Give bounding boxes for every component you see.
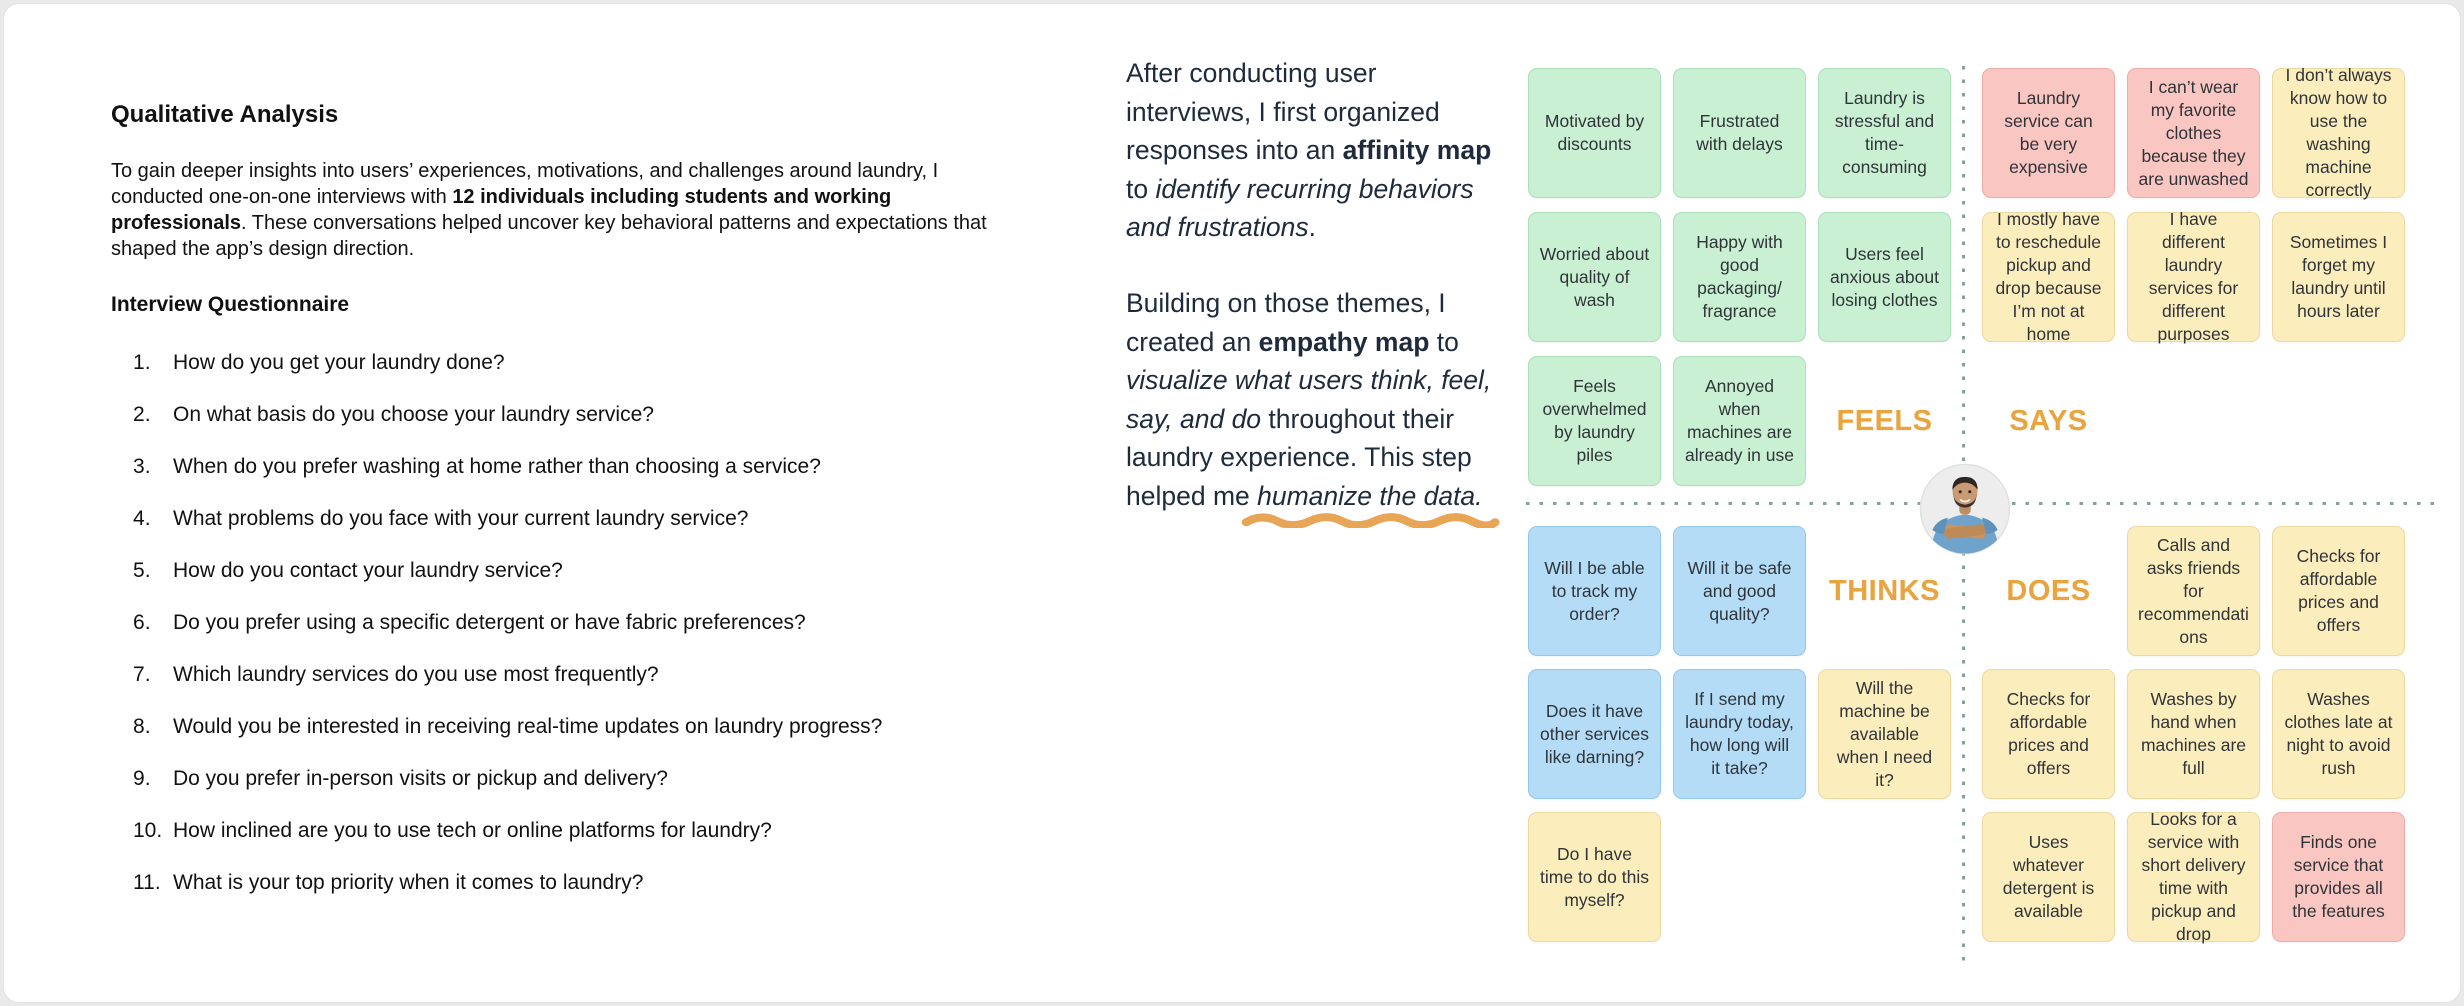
user-avatar: [1919, 463, 2011, 555]
paragraph-italic: humanize the data.: [1257, 480, 1483, 511]
question-text: How do you get your laundry done?: [173, 351, 505, 374]
sticky-note: Checks for affordable prices and offers: [1982, 669, 2115, 799]
sticky-note: Checks for affordable prices and offers: [2272, 526, 2405, 656]
thinks-quadrant: Will I be able to track my order? Will i…: [1528, 526, 1951, 942]
question-item: How do you get your laundry done?: [111, 350, 1003, 376]
intro-bold-text: 12 individuals including students and wo…: [111, 186, 892, 234]
question-item: On what basis do you choose your laundry…: [111, 402, 1003, 428]
does-label-cell: DOES: [1982, 526, 2115, 656]
question-text: Which laundry services do you use most f…: [173, 663, 659, 686]
sticky-note: Looks for a service with short delivery …: [2127, 809, 2260, 944]
process-description-section: After conducting user interviews, I firs…: [1126, 54, 1500, 553]
sticky-note: Motivated by discounts: [1528, 68, 1661, 198]
sticky-note: Feels overwhelmed by laundry piles: [1528, 356, 1661, 486]
intro-paragraph: To gain deeper insights into users’ expe…: [111, 158, 1003, 262]
question-item: When do you prefer washing at home rathe…: [111, 454, 1003, 480]
paragraph-text: After conducting user interviews, I firs…: [1126, 58, 1440, 166]
section-title: Qualitative Analysis: [111, 101, 339, 128]
sticky-note: I don’t always know how to use the washi…: [2272, 65, 2405, 200]
feels-label-cell: FEELS: [1818, 356, 1951, 486]
sticky-note: I have different laundry services for di…: [2127, 209, 2260, 344]
affinity-map-paragraph: After conducting user interviews, I firs…: [1126, 54, 1500, 247]
question-text: When do you prefer washing at home rathe…: [173, 455, 821, 478]
question-item: What is your top priority when it comes …: [111, 870, 1003, 896]
question-item: Do you prefer using a specific detergent…: [111, 610, 1003, 636]
sticky-note: Washes by hand when machines are full: [2127, 669, 2260, 799]
question-text: Would you be interested in receiving rea…: [173, 715, 883, 738]
sticky-note: I mostly have to reschedule pickup and d…: [1982, 209, 2115, 344]
feels-quadrant: Motivated by discounts Frustrated with d…: [1528, 68, 1951, 486]
question-item: How do you contact your laundry service?: [111, 558, 1003, 584]
case-study-card: Qualitative Analysis To gain deeper insi…: [3, 3, 2461, 1003]
paragraph-italic: identify recurring behaviors and frustra…: [1126, 173, 1474, 243]
person-crossed-arms-icon: [1919, 463, 2011, 555]
does-label: DOES: [2006, 574, 2091, 607]
sticky-note: Annoyed when machines are already in use: [1673, 356, 1806, 486]
feels-label: FEELS: [1836, 404, 1933, 437]
intro-text: To gain deeper insights into users’ expe…: [111, 160, 939, 208]
sticky-note: Washes clothes late at night to avoid ru…: [2272, 669, 2405, 799]
questionnaire-heading: Interview Questionnaire: [111, 293, 350, 316]
sticky-note: If I send my laundry today, how long wil…: [1673, 669, 1806, 799]
question-item: Would you be interested in receiving rea…: [111, 714, 1003, 740]
paragraph-text: Building on those themes, I created an: [1126, 287, 1446, 357]
affinity-map-bold: affinity map: [1342, 135, 1492, 166]
paragraph-text: throughout their laundry experience. Thi…: [1126, 403, 1472, 511]
paragraph-text: .: [1308, 212, 1317, 243]
paragraph-text: to: [1126, 173, 1156, 204]
sticky-note: Do I have time to do this myself?: [1528, 812, 1661, 942]
question-text: Do you prefer in-person visits or pickup…: [173, 767, 668, 790]
does-quadrant: DOES Calls and asks friends for recommen…: [1982, 526, 2405, 944]
qualitative-analysis-section: Qualitative Analysis To gain deeper insi…: [111, 100, 1003, 922]
question-text: What is your top priority when it comes …: [173, 871, 644, 894]
empathy-map-bold: empathy map: [1258, 326, 1430, 357]
question-item: Which laundry services do you use most f…: [111, 662, 1003, 688]
sticky-note: Laundry is stressful and time-consuming: [1818, 68, 1951, 198]
sticky-note: Frustrated with delays: [1673, 68, 1806, 198]
says-label: SAYS: [2009, 404, 2088, 437]
question-text: On what basis do you choose your laundry…: [173, 403, 654, 426]
sticky-note: Will I be able to track my order?: [1528, 526, 1661, 656]
question-text: Do you prefer using a specific detergent…: [173, 611, 806, 634]
question-item: Do you prefer in-person visits or pickup…: [111, 766, 1003, 792]
sticky-note: I can’t wear my favorite clothes because…: [2127, 68, 2260, 198]
empathy-map-paragraph: Building on those themes, I created an e…: [1126, 284, 1500, 528]
question-item: What problems do you face with your curr…: [111, 506, 1003, 532]
says-label-cell: SAYS: [1982, 356, 2115, 486]
question-item: How inclined are you to use tech or onli…: [111, 818, 1003, 844]
sticky-note: Uses whatever detergent is available: [1982, 812, 2115, 942]
paragraph-text: to: [1429, 326, 1459, 357]
question-text: How do you contact your laundry service?: [173, 559, 563, 582]
sticky-note: Finds one service that provides all the …: [2272, 812, 2405, 942]
thinks-label-cell: THINKS: [1818, 526, 1951, 656]
sticky-note: Will the machine be available when I nee…: [1818, 669, 1951, 799]
sticky-note: Users feel anxious about losing clothes: [1818, 212, 1951, 342]
sticky-note: Happy with good packaging/ fragrance: [1673, 212, 1806, 342]
question-text: How inclined are you to use tech or onli…: [173, 819, 772, 842]
paragraph-italic: visualize what users think, feel, say, a…: [1126, 365, 1492, 434]
says-quadrant: Laundry service can be very expensive I …: [1982, 65, 2405, 486]
intro-text: . These conversations helped uncover key…: [111, 212, 987, 260]
sticky-note: Does it have other services like darning…: [1528, 669, 1661, 799]
sticky-note: Calls and asks friends for recommendatio…: [2127, 526, 2260, 656]
question-text: What problems do you face with your curr…: [173, 507, 749, 530]
sticky-note: Will it be safe and good quality?: [1673, 526, 1806, 656]
interview-questions-list: How do you get your laundry done? On wha…: [111, 350, 1003, 896]
sticky-note: Laundry service can be very expensive: [1982, 68, 2115, 198]
sticky-note: Worried about quality of wash: [1528, 212, 1661, 342]
empathy-map: Motivated by discounts Frustrated with d…: [4, 4, 2460, 1002]
thinks-label: THINKS: [1829, 574, 1940, 607]
sticky-note: Sometimes I forget my laundry until hour…: [2272, 212, 2405, 342]
